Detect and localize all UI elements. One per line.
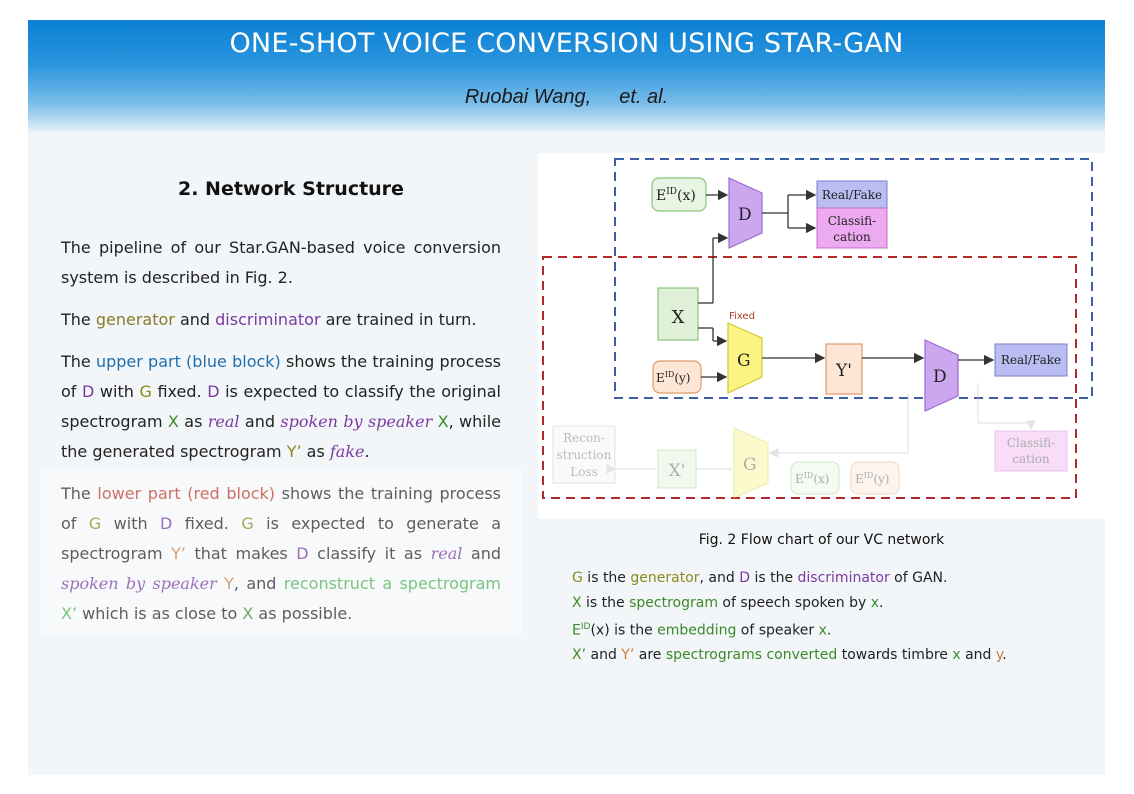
paragraph-pipeline: The pipeline of our Star.GAN-based voice… xyxy=(61,238,501,287)
flowchart-svg: EID(x) D Real/Fake Classifi- cation X xyxy=(542,158,1093,499)
svg-text:Recon-: Recon- xyxy=(563,431,605,445)
faded-panel xyxy=(40,468,522,636)
svg-text:Fixed: Fixed xyxy=(729,311,755,322)
spectrogram-xp-box xyxy=(657,449,697,489)
note-line-4: X’ and Y’ are spectrograms converted tow… xyxy=(572,647,1007,664)
discriminator-upper xyxy=(728,177,763,249)
svg-text:G: G xyxy=(737,351,751,371)
figure-notes: G is the generator, and D is the discrim… xyxy=(572,566,1007,668)
paragraph-training: The generator and discriminator are trai… xyxy=(61,310,477,329)
note-line-2: X is the spectrogram of speech spoken by… xyxy=(572,594,884,611)
svg-text:struction: struction xyxy=(557,448,612,462)
svg-text:Real/Fake: Real/Fake xyxy=(822,188,882,202)
author-name: Ruobai Wang, xyxy=(464,86,592,108)
embedding-y-faded xyxy=(850,461,900,495)
slide: ONE-SHOT VOICE CONVERSION USING STAR-GAN… xyxy=(28,20,1105,775)
note-line-3: EID(x) is the embedding of speaker x. xyxy=(572,622,832,639)
svg-text:Y': Y' xyxy=(835,361,852,381)
svg-text:cation: cation xyxy=(833,230,871,244)
generator-g-faded xyxy=(733,427,769,499)
svg-text:D: D xyxy=(933,367,947,387)
paragraph-upper-part: The upper part (blue block) shows the tr… xyxy=(61,352,502,461)
paragraph-lower-part: The lower part (red block) shows the tra… xyxy=(61,484,502,623)
figure-flowchart: EID(x) D Real/Fake Classifi- cation X xyxy=(538,153,1105,519)
svg-text:Classifi-: Classifi- xyxy=(828,214,876,228)
classification-lower xyxy=(994,430,1068,472)
generator-g xyxy=(727,322,763,394)
red-block xyxy=(542,256,1077,499)
svg-text:D: D xyxy=(738,205,752,225)
blue-block xyxy=(614,158,1093,399)
figure-caption: Fig. 2 Flow chart of our VC network xyxy=(698,532,945,548)
svg-text:EID(x): EID(x) xyxy=(795,471,829,486)
svg-text:EID(y): EID(y) xyxy=(656,370,691,385)
svg-text:X': X' xyxy=(669,461,686,481)
svg-text:X: X xyxy=(672,307,685,328)
svg-text:cation: cation xyxy=(1012,452,1050,466)
header-banner: ONE-SHOT VOICE CONVERSION USING STAR-GAN… xyxy=(28,20,1105,132)
embedding-x-faded xyxy=(790,461,840,495)
svg-text:EID(y): EID(y) xyxy=(855,471,890,486)
spectrogram-yp-box xyxy=(825,343,863,395)
note-line-1: G is the generator, and D is the discrim… xyxy=(572,570,948,586)
svg-text:Real/Fake: Real/Fake xyxy=(1001,353,1061,367)
et-al: et. al. xyxy=(619,86,669,108)
reconstruction-loss-box xyxy=(552,425,616,484)
svg-text:G: G xyxy=(743,455,757,475)
spectrogram-x-box xyxy=(657,287,699,341)
svg-text:Loss: Loss xyxy=(570,465,598,479)
svg-text:Classifi-: Classifi- xyxy=(1007,436,1055,450)
section-title: 2. Network Structure xyxy=(178,178,404,200)
classification-upper xyxy=(816,207,888,249)
slide-title: ONE-SHOT VOICE CONVERSION USING STAR-GAN xyxy=(229,28,904,59)
svg-text:EID(x): EID(x) xyxy=(656,187,696,204)
authors: Ruobai Wang, et. al. xyxy=(28,86,1105,109)
real-fake-lower xyxy=(994,343,1068,377)
faded-row: Recon- struction Loss X' G EID(x) EID(y)… xyxy=(552,383,1068,499)
discriminator-lower xyxy=(924,339,959,412)
